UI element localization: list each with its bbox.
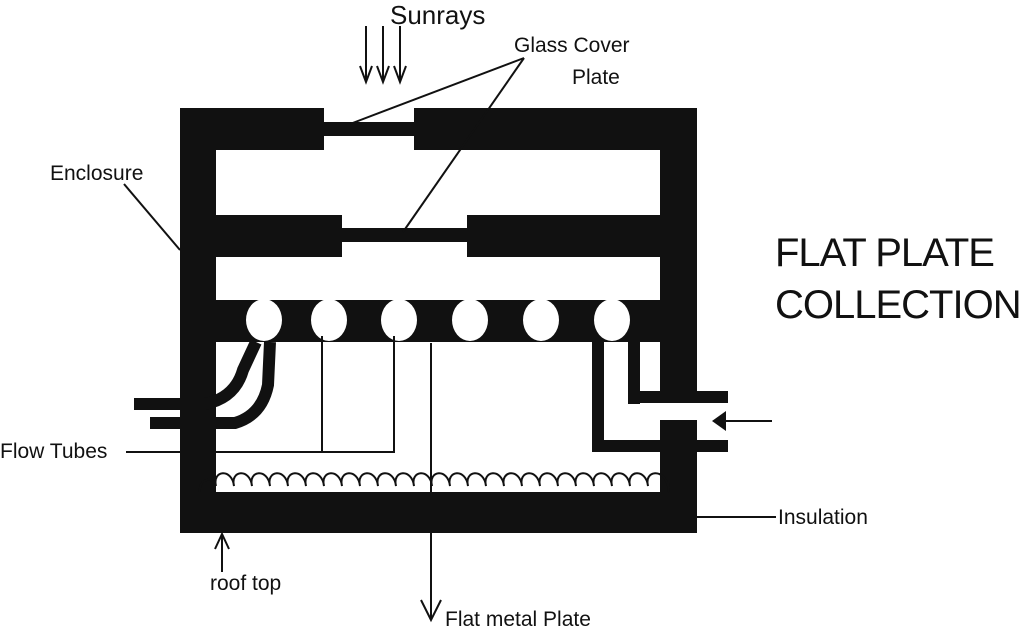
enclosure-top-left	[180, 108, 324, 150]
enclosure-box	[180, 108, 697, 533]
title-line-2: COLLECTION	[775, 283, 1021, 327]
inlet-pipe	[592, 342, 728, 452]
flat-metal-plate-label: Flat metal Plate	[445, 608, 591, 631]
title-line-1: FLAT PLATE	[775, 231, 994, 275]
inlet-pipe-outer-wall	[592, 342, 604, 452]
glass-cover-leader-1	[349, 57, 525, 125]
absorber-plate-band	[216, 300, 660, 342]
sunrays-arrows	[359, 26, 407, 85]
flow-tube	[452, 299, 488, 341]
inner-shelf-left	[216, 215, 342, 257]
glass-cover-leader-2	[402, 57, 525, 233]
outer-glass-cover-plate	[324, 122, 414, 136]
flow-tube	[594, 299, 630, 341]
flow-tube	[381, 299, 417, 341]
roof-top-arrowhead	[214, 531, 230, 550]
enclosure-bottom	[180, 492, 697, 533]
inlet-pipe-inner-wall	[628, 342, 640, 404]
absorber-band	[216, 299, 660, 342]
flow-tube	[246, 299, 282, 341]
outlet-pipe	[134, 339, 276, 429]
enclosure-leader	[123, 183, 181, 251]
inner-glass-cover-plate	[342, 228, 467, 242]
inlet-pipe-top	[628, 391, 728, 403]
insulation-label: Insulation	[778, 506, 868, 529]
leader-lines	[123, 57, 776, 623]
insulation-coils	[198, 472, 670, 493]
inflow-arrow	[712, 411, 772, 431]
enclosure-label: Enclosure	[50, 162, 143, 185]
roof-top-label: roof top	[210, 572, 281, 595]
glass-cover-label-line1: Glass Cover	[514, 34, 630, 57]
flow-tube	[523, 299, 559, 341]
enclosure-top-right	[414, 108, 697, 150]
enclosure-right-wall	[660, 108, 697, 391]
inner-shelf	[216, 215, 660, 257]
enclosure-left-wall	[180, 108, 216, 533]
sunrays-label: Sunrays	[390, 0, 485, 30]
glass-cover-label-line2: Plate	[572, 66, 620, 89]
flow-tube	[311, 299, 347, 341]
flat-plate-arrowhead	[420, 599, 442, 623]
inlet-pipe-bottom	[592, 440, 728, 452]
flow-tubes-label: Flow Tubes	[0, 440, 107, 463]
flow-tubes-leader	[126, 336, 395, 453]
inner-shelf-right	[467, 215, 660, 257]
